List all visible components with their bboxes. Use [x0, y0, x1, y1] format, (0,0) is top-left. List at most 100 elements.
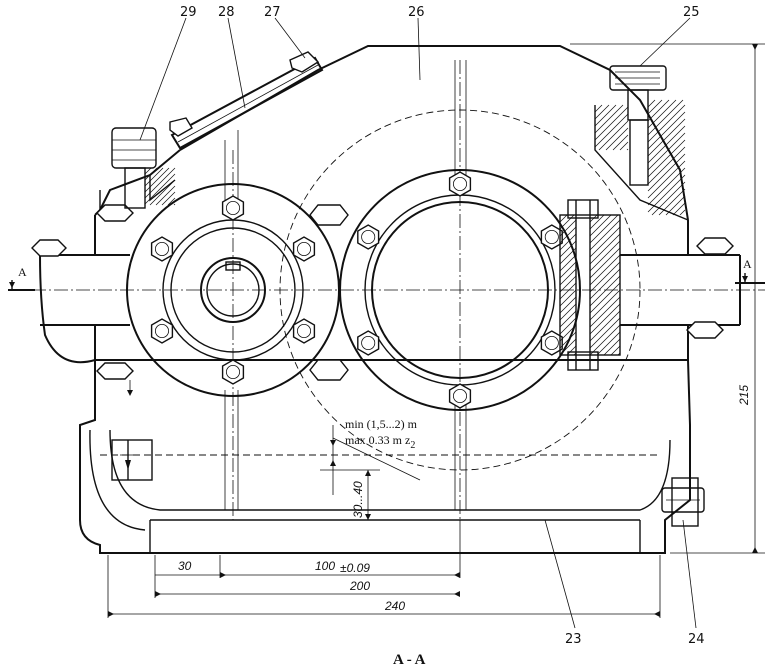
hatch-line — [589, 214, 612, 237]
callout-23: 23 — [565, 632, 582, 647]
hatch-line — [589, 268, 621, 300]
split-bolt-mid-bottom — [309, 359, 349, 381]
hatch-line — [559, 226, 577, 244]
hatch-line — [589, 240, 621, 272]
hatch-line — [559, 254, 577, 272]
hatch-line — [144, 167, 170, 193]
right-flange-bolt-3 — [540, 330, 563, 356]
left-flange-bolt-2-washer — [297, 241, 312, 256]
split-bolt-mid-top — [309, 204, 349, 226]
hatch-line — [647, 111, 686, 150]
hatch-line — [589, 289, 621, 321]
hatch-line — [658, 188, 686, 216]
right-flange-bolt-6-washer — [361, 229, 376, 244]
hatch-line — [559, 261, 577, 279]
right-flange-bolt-4 — [448, 383, 472, 409]
hatch-line — [573, 352, 577, 356]
hatch-line — [594, 106, 629, 141]
oil-level-indicator — [111, 439, 153, 481]
hatch-line — [589, 226, 621, 258]
hatch-line — [679, 209, 686, 216]
bottom-dimensions — [107, 520, 661, 618]
hatch-line — [647, 167, 686, 206]
hatch-line — [144, 167, 152, 175]
hatch-line — [589, 282, 621, 314]
hatch-line — [647, 104, 686, 143]
hatch-line — [589, 214, 619, 244]
right-flange-bolt-2-washer — [544, 229, 559, 244]
hatch-line — [559, 303, 577, 321]
hatch-line — [647, 118, 686, 157]
dim-30-40 — [365, 470, 371, 520]
callout-27: 27 — [264, 5, 281, 20]
left-flange-bolt-3-washer — [297, 323, 312, 338]
hatch-line — [647, 132, 686, 171]
hatch-line — [589, 219, 621, 251]
oil-dipstick — [594, 65, 689, 221]
section-title: A - A — [393, 652, 426, 668]
section-marker-right: A — [735, 257, 765, 284]
hatch-line — [647, 99, 677, 129]
hatch-line — [589, 214, 598, 223]
hatch-line — [559, 338, 577, 356]
drain-plug — [661, 477, 705, 527]
callout-26: 26 — [408, 5, 425, 20]
hatch-line — [559, 214, 568, 223]
right-flange-bolt-6 — [357, 224, 380, 250]
left-flange-bolt-6-washer — [154, 241, 169, 256]
right-flange-bolt-5 — [357, 330, 380, 356]
hatch-line — [559, 275, 577, 293]
right-flange-bolt-3-washer — [544, 335, 559, 350]
hatch-line — [647, 99, 663, 115]
section-marker-left: A — [8, 265, 35, 291]
hatch-line — [155, 185, 176, 206]
oil-level-dimension — [320, 425, 421, 495]
dim-30: 30 — [178, 559, 192, 573]
hatch-line — [559, 233, 577, 251]
hatch-line — [594, 104, 624, 134]
gear-tip-circle — [279, 109, 641, 471]
hatch-line — [589, 233, 621, 265]
hatch-line — [647, 160, 686, 199]
hatch-line — [647, 139, 686, 178]
hatch-line — [559, 324, 577, 342]
split-bolt-left-bottom — [96, 362, 134, 396]
hatch-line — [594, 104, 610, 120]
hatch-line — [589, 310, 621, 342]
hatch-line — [612, 134, 629, 151]
dim-30-40-label: 30...40 — [351, 481, 365, 518]
hatch-line — [647, 146, 686, 185]
height-dimension — [570, 43, 765, 554]
hatch-line — [559, 214, 575, 230]
hatch-line — [144, 167, 176, 199]
split-bolt-left — [31, 204, 134, 257]
hatch-line — [589, 261, 621, 293]
hatch-line — [672, 202, 686, 216]
callout-24: 24 — [688, 632, 705, 647]
hatch-line — [559, 296, 577, 314]
hatch-line — [149, 179, 176, 206]
left-flange-bolt-5 — [150, 318, 174, 344]
hatch-line — [626, 148, 629, 151]
callout-25: 25 — [683, 5, 700, 20]
hatch-line — [559, 331, 577, 349]
hatch-line — [559, 219, 577, 237]
left-flange-bolt-1 — [221, 195, 245, 221]
left-flange-bolts — [150, 195, 316, 385]
hatch-line — [167, 197, 176, 206]
centerlines — [10, 60, 765, 520]
hatch-line — [594, 113, 629, 148]
hatch-line — [173, 203, 176, 206]
left-flange-bolt-4 — [221, 359, 245, 385]
hatch-line — [589, 303, 621, 335]
right-flange-bolt-5-washer — [361, 335, 376, 350]
breather-plug — [99, 127, 176, 210]
dim-240: 240 — [384, 599, 405, 613]
hatch-line — [559, 310, 577, 328]
hatch-line — [594, 104, 617, 127]
left-flange-bolt-2 — [292, 236, 316, 262]
hatch-line — [598, 120, 629, 151]
hatch-line — [605, 127, 629, 151]
split-bolt-right — [686, 237, 734, 339]
